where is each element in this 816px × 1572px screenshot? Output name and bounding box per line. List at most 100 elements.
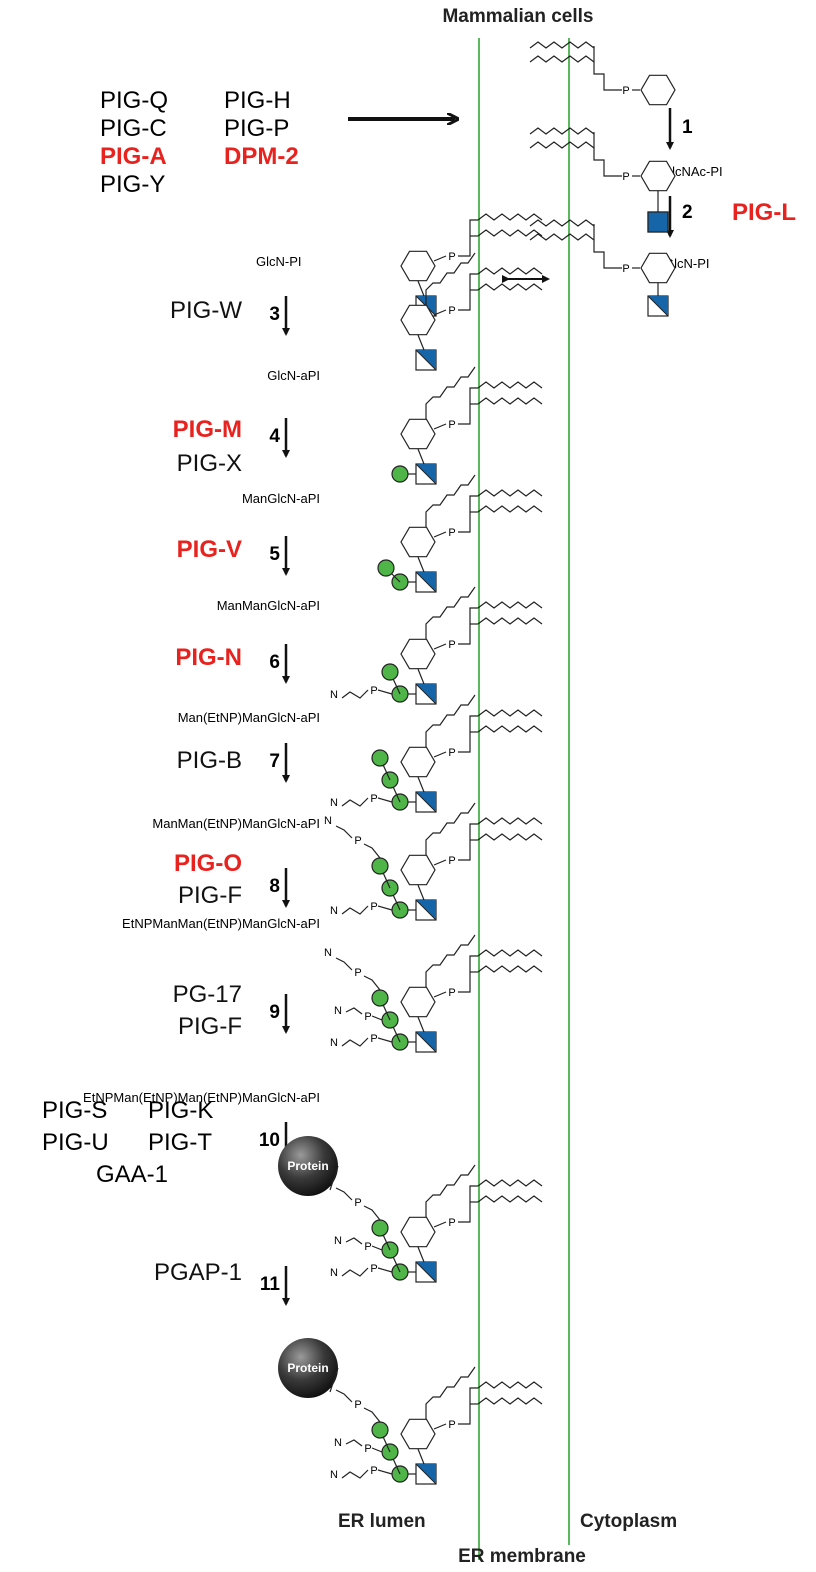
molecule-intermediate-8: PPNPNPNProtein [278,1136,543,1283]
svg-text:P: P [364,1011,371,1023]
svg-text:P: P [370,1465,377,1477]
svg-text:P: P [448,527,455,539]
molecule-pi: P [529,41,676,106]
svg-text:N: N [334,1235,342,1247]
molecule-intermediate-9: PPNPNPNProtein [278,1338,543,1485]
molecule-intermediate-5: PPN [330,694,543,813]
step-4-enzyme-1: PIG-M [173,416,242,443]
molecule-intermediate-8-protein [278,1136,338,1196]
intermediate-label-6: Man(EtNP)ManGlcN-aPI [178,710,320,725]
step-number-2: 2 [682,202,693,223]
molecule-intermediate-2: P [391,366,543,485]
init-enzyme-4: PIG-Y [100,171,165,198]
step-number-9: 9 [269,1002,280,1023]
label-glcn-pi-cytoplasm: GlcN-PI [664,256,710,271]
svg-text:P: P [448,251,455,263]
step-10-enzyme-r3c1: GAA-1 [96,1161,168,1188]
molecule-intermediate-6-man3 [371,857,389,875]
init-enzyme-5: PIG-H [224,87,291,114]
step-number-5: 5 [269,544,280,565]
step-number-10: 10 [259,1130,280,1151]
svg-text:P: P [354,1399,361,1411]
molecule-intermediate-8-man3 [371,1219,389,1237]
molecule-glcn-pi-cytoplasm-glcn-square [647,295,669,317]
molecule-intermediate-1: P [400,252,543,371]
svg-text:P: P [370,685,377,697]
intermediate-label-8: EtNPManMan(EtNP)ManGlcN-aPI [122,916,320,931]
svg-text:N: N [330,689,338,701]
molecule-intermediate-9-glcn-square [415,1463,437,1485]
svg-text:P: P [370,793,377,805]
molecule-intermediate-2-man1 [391,465,409,483]
molecule-intermediate-9-protein-label: Protein [287,1361,328,1375]
step-8-enzyme-2: PIG-F [178,882,242,909]
step-6-enzyme-1: PIG-N [175,644,242,671]
svg-text:P: P [364,1241,371,1253]
molecule-intermediate-9-protein [278,1338,338,1398]
svg-text:P: P [354,967,361,979]
molecule-intermediate-4: P P N [330,586,543,705]
step-5-enzyme-1: PIG-V [177,536,242,563]
init-enzyme-7: DPM-2 [224,143,299,170]
molecule-intermediate-5-man3 [371,749,389,767]
step-10-enzyme-r1c1: PIG-S [42,1097,107,1124]
molecule-intermediate-3-glcn-square [415,571,437,593]
svg-text:P: P [370,1263,377,1275]
svg-text:N: N [330,905,338,917]
svg-text:P: P [622,263,629,275]
molecule-intermediate-2-glcn-square [415,463,437,485]
molecule-intermediate-7-glcn-square [415,1031,437,1053]
svg-text:N: N [330,1037,338,1049]
svg-text:N: N [334,1005,342,1017]
molecule-intermediate-1-glcn-square [415,349,437,371]
molecule-intermediate-8-glcn-square [415,1261,437,1283]
svg-text:P: P [448,305,455,317]
step-number-6: 6 [269,652,280,673]
label-glcn-pi-lumen: GlcN-PI [256,254,302,269]
svg-text:P: P [448,1217,455,1229]
svg-text:P: P [354,835,361,847]
header-title: Mammalian cells [442,6,593,27]
molecule-intermediate-7-man3 [371,989,389,1007]
molecule-glcnac-pi: P [529,127,676,233]
step-9-enzyme-1: PG-17 [173,981,242,1008]
step-11-enzyme-1: PGAP-1 [154,1259,242,1286]
molecule-intermediate-9-man3 [371,1421,389,1439]
svg-text:P: P [370,1033,377,1045]
svg-text:N: N [324,815,332,827]
svg-text:P: P [448,639,455,651]
molecule-intermediate-8-protein-label: Protein [287,1159,328,1173]
molecule-intermediate-3: P [377,474,543,593]
label-glcnac-pi: GlcNAc-PI [662,164,723,179]
step-number-1: 1 [682,117,693,138]
svg-text:N: N [330,1469,338,1481]
step-8-enzyme-1: PIG-O [174,850,242,877]
svg-text:N: N [334,1437,342,1449]
molecule-intermediate-4-glcn-square [415,683,437,705]
step-9-enzyme-2: PIG-F [178,1013,242,1040]
intermediate-label-3: GlcN-aPI [267,368,320,383]
svg-text:N: N [324,947,332,959]
svg-text:P: P [354,1197,361,1209]
init-enzyme-1: PIG-Q [100,87,168,114]
intermediate-label-7: ManMan(EtNP)ManGlcN-aPI [152,816,320,831]
svg-text:P: P [622,85,629,97]
init-enzyme-2: PIG-C [100,115,167,142]
steps-layer: 3PIG-WGlcN-aPI4PIG-MPIG-XManGlcN-aPI5PIG… [42,296,320,1306]
molecule-intermediate-6: P P N P N [324,802,543,921]
label-cytoplasm: Cytoplasm [580,1511,677,1532]
step-10-enzyme-r1c2: PIG-K [148,1097,213,1124]
svg-text:P: P [448,1419,455,1431]
molecule-intermediate-3-man2 [377,559,395,577]
intermediate-label-9: EtNPMan(EtNP)Man(EtNP)ManGlcN-aPI [83,1090,320,1105]
svg-text:N: N [330,1267,338,1279]
molecule-intermediate-5-glcn-square [415,791,437,813]
step-10-enzyme-r2c1: PIG-U [42,1129,109,1156]
step-3-enzyme-1: PIG-W [170,297,242,324]
molecule-glcn-pi-lumen: P [400,213,543,317]
svg-text:P: P [448,855,455,867]
svg-text:P: P [370,901,377,913]
svg-text:P: P [448,747,455,759]
svg-text:P: P [448,987,455,999]
